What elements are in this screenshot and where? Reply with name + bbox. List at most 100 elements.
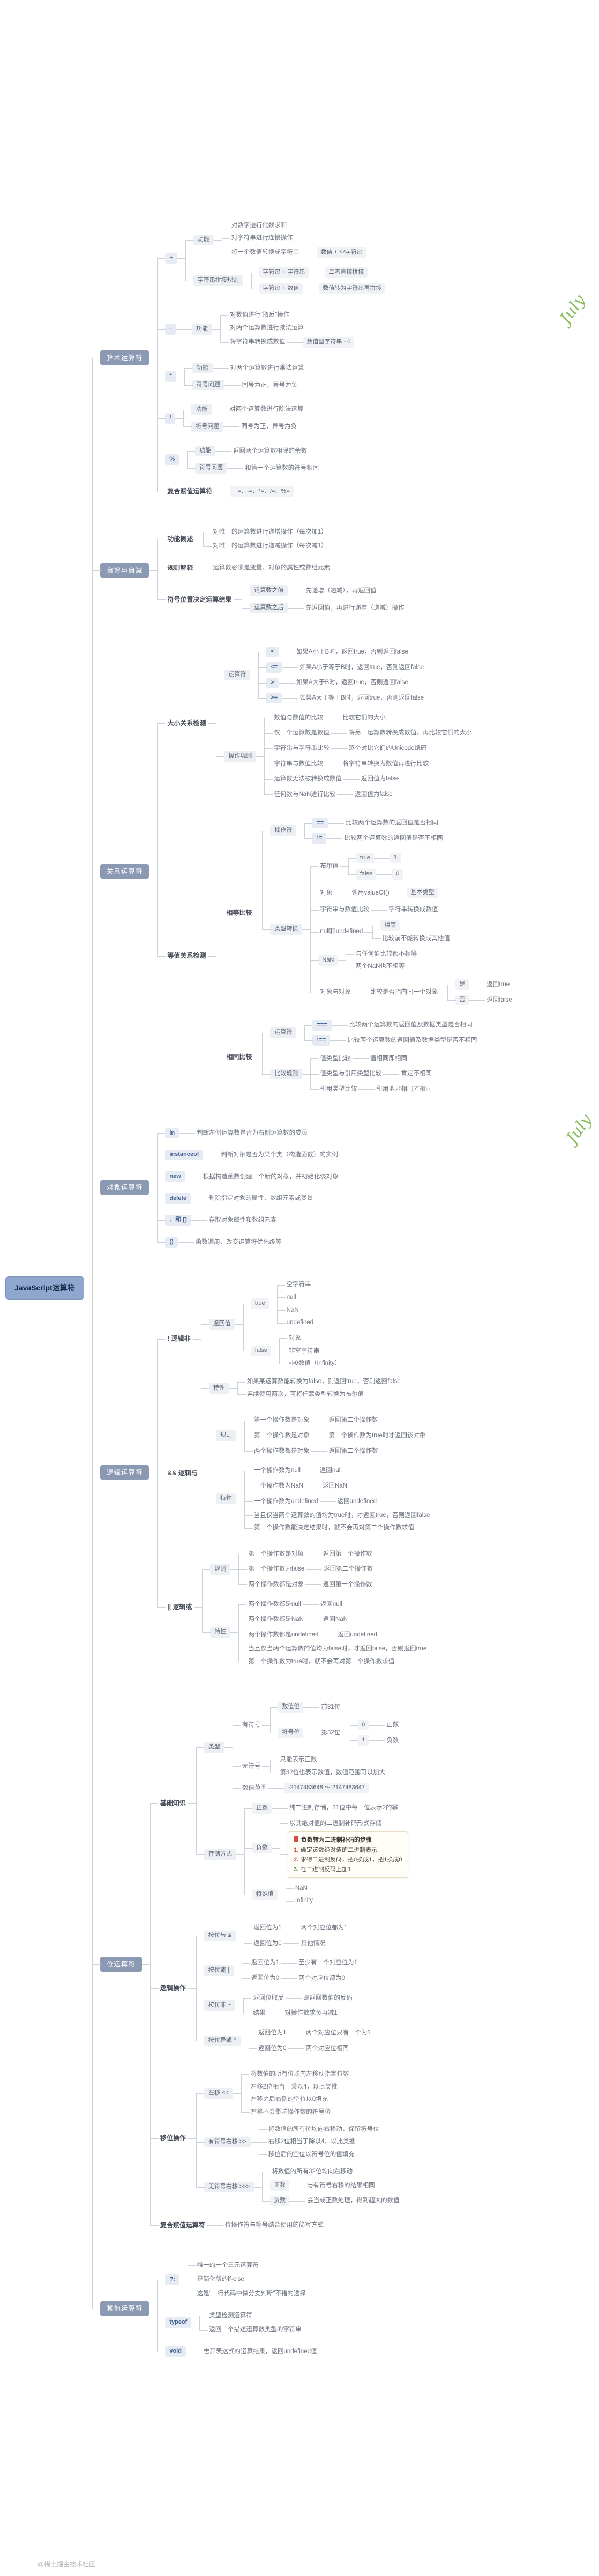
topic-node[interactable]: 返回位为0 (253, 1940, 282, 1947)
branch-node[interactable]: 自增与自减 (100, 563, 149, 579)
topic-node[interactable]: 只能表示正数 (280, 1756, 317, 1763)
topic-node[interactable]: 规则 (210, 1564, 231, 1575)
topic-node[interactable]: 功能 (193, 234, 214, 245)
topic-node[interactable]: 两个操作数都是undefined (248, 1631, 319, 1638)
topic-node[interactable]: 当且仅当两个运算数的值均为true时，才返回true，否则返回false (254, 1512, 430, 1519)
topic-node[interactable]: 负数 (386, 1737, 399, 1744)
topic-node[interactable]: 肯定不相同 (401, 1070, 432, 1077)
topic-node[interactable]: 相等比较 (226, 908, 252, 917)
topic-node[interactable]: 正数 (386, 1722, 399, 1729)
topic-node[interactable]: 运算数无法被转换成数值 (274, 776, 342, 783)
topic-node[interactable]: 比较两个运算数的返回值是否不相同 (344, 835, 443, 842)
topic-node[interactable]: 返回NaN (323, 1616, 348, 1623)
topic-node[interactable]: 两个NaN也不相等 (355, 963, 405, 970)
topic-node[interactable]: 第32位也表示数值，数值范围可以加大 (280, 1769, 386, 1776)
topic-node[interactable]: 返回位为1 (258, 2030, 287, 2037)
topic-node[interactable]: % (165, 454, 179, 465)
topic-node[interactable]: 返回null (319, 1467, 342, 1474)
topic-node[interactable]: 返回undefined (337, 1498, 377, 1505)
topic-node[interactable]: 对唯一的运算数进行递增操作（每次加1） (213, 528, 327, 535)
root-node[interactable]: JavaScript运算符 (5, 1276, 84, 1300)
topic-node[interactable]: 对数字进行代数求和 (231, 222, 287, 229)
topic-node[interactable]: 正数 (252, 1803, 272, 1814)
topic-node[interactable]: 返回第一个操作数 (323, 1550, 372, 1557)
topic-node[interactable]: 符号问题 (192, 380, 224, 391)
topic-node[interactable]: 运算数必须是变量、对象的属性或数组元素 (213, 564, 330, 571)
topic-node[interactable]: 左移之后右侧的空位以0填充 (250, 2096, 328, 2103)
topic-node[interactable]: 一个操作数为undefined (254, 1498, 318, 1505)
topic-node[interactable]: 有符号 (242, 1722, 261, 1729)
topic-node[interactable]: 返回第二个操作数 (328, 1417, 378, 1424)
topic-node[interactable]: NaN (295, 1884, 308, 1891)
topic-node[interactable]: 一个操作数为null (254, 1467, 301, 1474)
topic-node[interactable]: 结果 (253, 2010, 266, 2017)
topic-node[interactable]: 值类型比较 (320, 1055, 351, 1062)
topic-node[interactable]: false (251, 1345, 271, 1356)
topic-node[interactable]: 无符号 (242, 1762, 261, 1769)
topic-node[interactable]: 移位操作 (160, 2134, 186, 2142)
topic-node[interactable]: 负数 (252, 1843, 272, 1854)
topic-node[interactable]: 引用类型比较 (320, 1086, 357, 1092)
topic-node[interactable]: 左移 << (204, 2087, 233, 2099)
topic-node[interactable]: 有符号右移 >> (204, 2136, 251, 2147)
topic-node[interactable]: 字符串拼接规则 (193, 275, 243, 287)
topic-node[interactable]: > (266, 677, 279, 688)
topic-node[interactable]: 功能概述 (167, 535, 193, 543)
topic-node[interactable]: null和undefined (320, 928, 363, 935)
topic-node[interactable]: 值类型与引用类型比较 (320, 1070, 382, 1077)
topic-node[interactable]: 前31位 (321, 1703, 341, 1710)
topic-node[interactable]: 比较是否指向同一个对象 (370, 989, 438, 996)
branch-node[interactable]: 其他运算符 (100, 2301, 149, 2316)
topic-node[interactable]: 其他情况 (301, 1940, 326, 1947)
topic-node[interactable]: 返回null (320, 1601, 342, 1608)
topic-node[interactable]: 特殊值 (252, 1889, 278, 1900)
topic-node[interactable]: 如果某运算数能转换为false，则返回true，否则返回false (246, 1378, 401, 1385)
topic-node[interactable]: 返回两个运算数相除的余数 (233, 447, 308, 454)
topic-node[interactable]: 与任何值比较都不相等 (355, 950, 417, 957)
topic-node[interactable]: 移位后的空位以符号位的值填充 (268, 2151, 355, 2158)
topic-node[interactable]: 唯一的一个三元运算符 (197, 2262, 259, 2269)
topic-node[interactable]: 比较两个运算数的返回值及数据类型是否不相同 (347, 1037, 477, 1043)
topic-node[interactable]: 第一个操作数是对象 (254, 1417, 310, 1424)
topic-node[interactable]: 第一个操作数为true时才返回该对象 (328, 1432, 426, 1439)
topic-node[interactable]: 两个操作数都是null (248, 1601, 301, 1608)
topic-node[interactable]: ?: (165, 2274, 179, 2285)
topic-node[interactable]: 如果A小于B时，返回true，否则返回false (296, 648, 408, 655)
topic-node[interactable]: 同号为正，异号为负 (241, 423, 297, 430)
topic-node[interactable]: 基本类型 (407, 887, 438, 898)
topic-node[interactable]: 会当成正数处理，得到超大的数值 (307, 2197, 400, 2204)
topic-node[interactable]: < (266, 647, 279, 658)
topic-node[interactable]: typeof (165, 2317, 192, 2329)
topic-node[interactable]: 功能 (192, 324, 213, 335)
topic-node[interactable]: 数值与数值的比较 (274, 714, 324, 721)
topic-node[interactable]: 返回第一个操作数 (323, 1581, 372, 1588)
topic-node[interactable]: 连续使用两次，可将任意类型转换为布尔值 (246, 1391, 364, 1398)
topic-node[interactable]: 无符号右移 >>> (204, 2181, 254, 2192)
topic-node[interactable]: NaN (318, 955, 338, 966)
topic-node[interactable]: 字符串 + 字符串 (259, 267, 309, 279)
topic-node[interactable]: 非空字符串 (288, 1347, 320, 1354)
topic-node[interactable]: 存取对象属性和数组元素 (208, 1216, 277, 1223)
topic-node[interactable]: 数值型字符串 - 0 (303, 336, 355, 348)
topic-node[interactable]: 符号问题 (191, 421, 224, 432)
topic-node[interactable]: 数值位 (278, 1701, 304, 1713)
topic-node[interactable]: 将字符串转换成数值 (230, 339, 286, 346)
topic-node[interactable]: -2147483648 ～ 2147483647 (284, 1783, 369, 1794)
topic-node[interactable]: 同号为正，异号为负 (242, 381, 298, 388)
branch-node[interactable]: 对象运算符 (100, 1180, 149, 1196)
topic-node[interactable]: 将另一运算数转换成数值，再比较它们的大小 (348, 730, 472, 737)
topic-node[interactable]: 第32位 (321, 1729, 341, 1736)
topic-node[interactable]: 按位非 ~ (204, 2000, 236, 2011)
topic-node[interactable]: 与有符号右移的结果相同 (307, 2182, 375, 2189)
topic-node[interactable]: 判断左侧运算数是否为右侧运算数的成员 (197, 1130, 308, 1137)
topic-node[interactable]: 比较前不能转换成其他值 (382, 935, 450, 942)
topic-node[interactable]: 对唯一的运算数进行递减操作（每次减1） (213, 543, 327, 550)
topic-node[interactable]: * (165, 371, 176, 382)
topic-node[interactable]: 对数值进行“取反”操作 (230, 311, 290, 318)
topic-node[interactable]: 规则解释 (167, 564, 193, 572)
topic-node[interactable]: 两个对应位只有一个为1 (305, 2030, 371, 2037)
topic-node[interactable]: 位操作符与等号结合使用的简写方式 (224, 2222, 324, 2229)
topic-node[interactable]: 对字符串进行连接操作 (231, 235, 293, 242)
topic-node[interactable]: 两个对应位相同 (305, 2045, 349, 2052)
topic-node[interactable]: 相等 (380, 920, 400, 931)
